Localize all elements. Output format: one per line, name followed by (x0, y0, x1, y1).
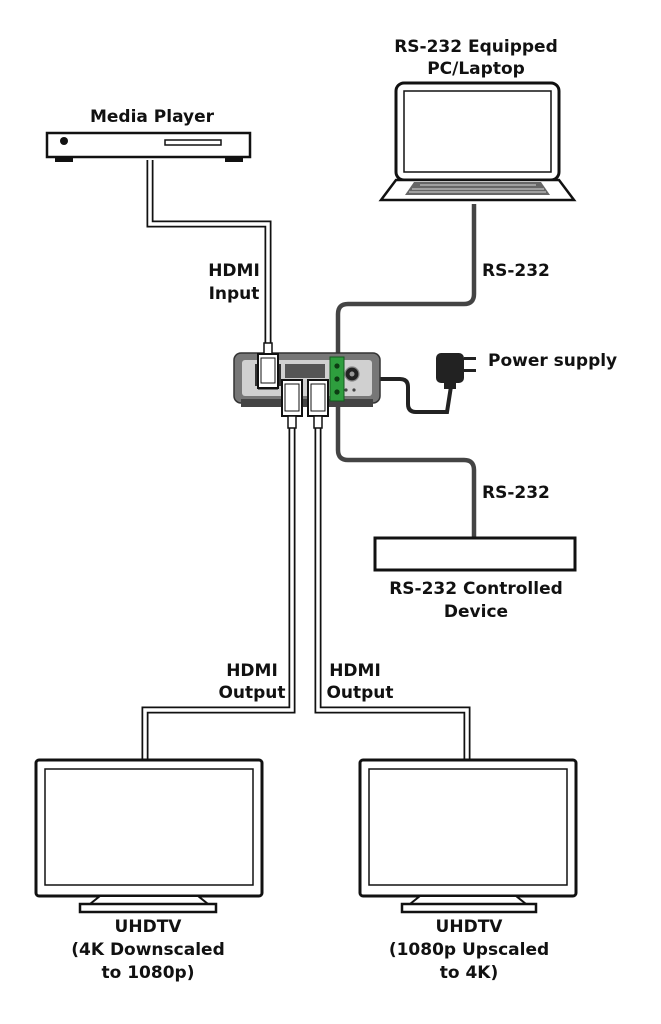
uhdtv-right-icon (358, 758, 578, 914)
media-player-icon (45, 131, 252, 162)
rs232-bottom-label: RS-232 (482, 483, 550, 503)
hdmi-input-cable (146, 160, 272, 350)
hdmi-output-right-label-line1: HDMI (329, 661, 381, 681)
controlled-device-label-line1: RS-232 Controlled (389, 579, 563, 599)
hdmi-output-cable-left (141, 425, 296, 762)
rs232-cable-top (335, 204, 477, 360)
uhdtv-left-icon (34, 758, 264, 914)
uhdtv-left-label-line2: (4K Downscaled (71, 940, 224, 960)
controlled-device-icon (373, 536, 577, 572)
laptop-label-line2: PC/Laptop (427, 59, 525, 79)
controlled-device-label-line2: Device (444, 602, 508, 622)
laptop-icon (378, 81, 577, 202)
hdmi-input-connector (257, 342, 279, 389)
uhdtv-left-label-line1: UHDTV (115, 917, 183, 937)
hdmi-input-label-line1: HDMI (208, 261, 260, 281)
rs232-top-label: RS-232 (482, 261, 550, 281)
rs232-cable-bottom (335, 395, 477, 538)
hdmi-output-left-label-line2: Output (218, 683, 285, 703)
media-player-label: Media Player (90, 107, 215, 127)
uhdtv-right-label-line3: to 4K) (440, 963, 499, 983)
hdmi-output-connector-right (307, 379, 329, 429)
uhdtv-right-label-line2: (1080p Upscaled (389, 940, 549, 960)
laptop-label-line1: RS-232 Equipped (394, 37, 558, 57)
uhdtv-left-label-line3: to 1080p) (102, 963, 195, 983)
hdmi-output-connector-left (281, 379, 303, 429)
hdmi-output-right-label-line2: Output (326, 683, 393, 703)
uhdtv-right-label-line1: UHDTV (436, 917, 504, 937)
rs232-terminal-block (329, 356, 345, 402)
power-cable (365, 377, 454, 414)
hdmi-input-label-line2: Input (209, 284, 260, 304)
hdmi-output-cable-right (314, 425, 471, 762)
hdmi-output-left-label-line1: HDMI (226, 661, 278, 681)
power-supply-label: Power supply (488, 351, 617, 371)
power-adapter-icon (436, 353, 476, 389)
